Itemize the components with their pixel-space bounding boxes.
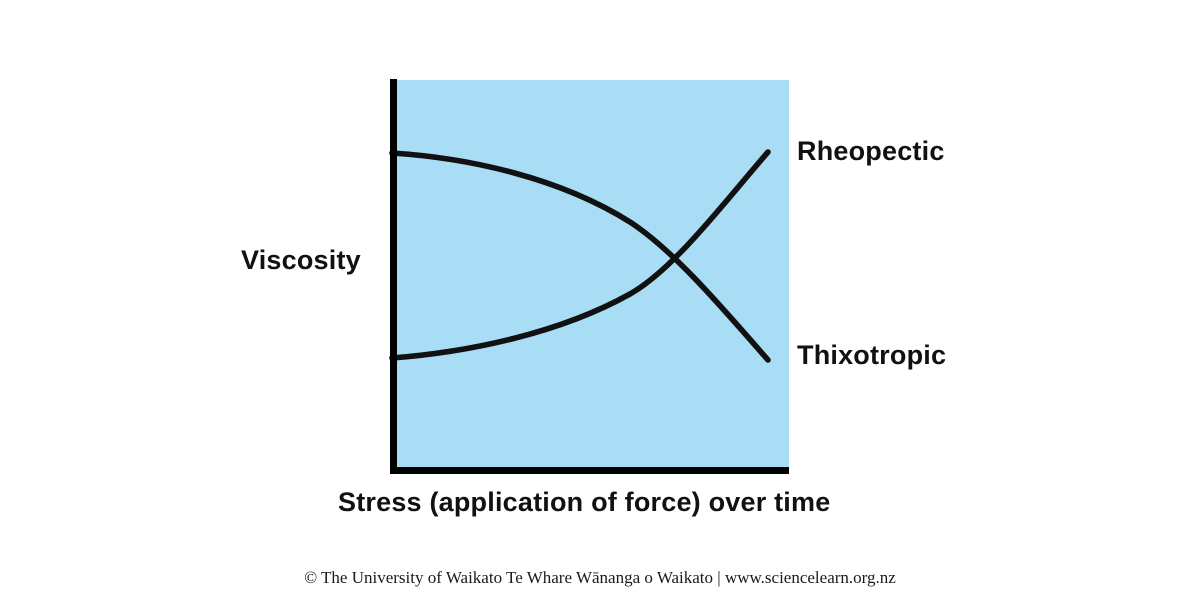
curve-thixotropic — [389, 150, 771, 363]
series-label-thixotropic: Thixotropic — [797, 340, 947, 370]
x-axis-title: Stress (application of force) over time — [338, 487, 831, 517]
curve-rheopectic — [389, 149, 771, 361]
y-axis-title: Viscosity — [241, 245, 361, 275]
attribution-text: © The University of Waikato Te Whare Wān… — [304, 568, 896, 587]
series-label-rheopectic: Rheopectic — [797, 136, 945, 166]
plot-area-background — [391, 80, 789, 473]
